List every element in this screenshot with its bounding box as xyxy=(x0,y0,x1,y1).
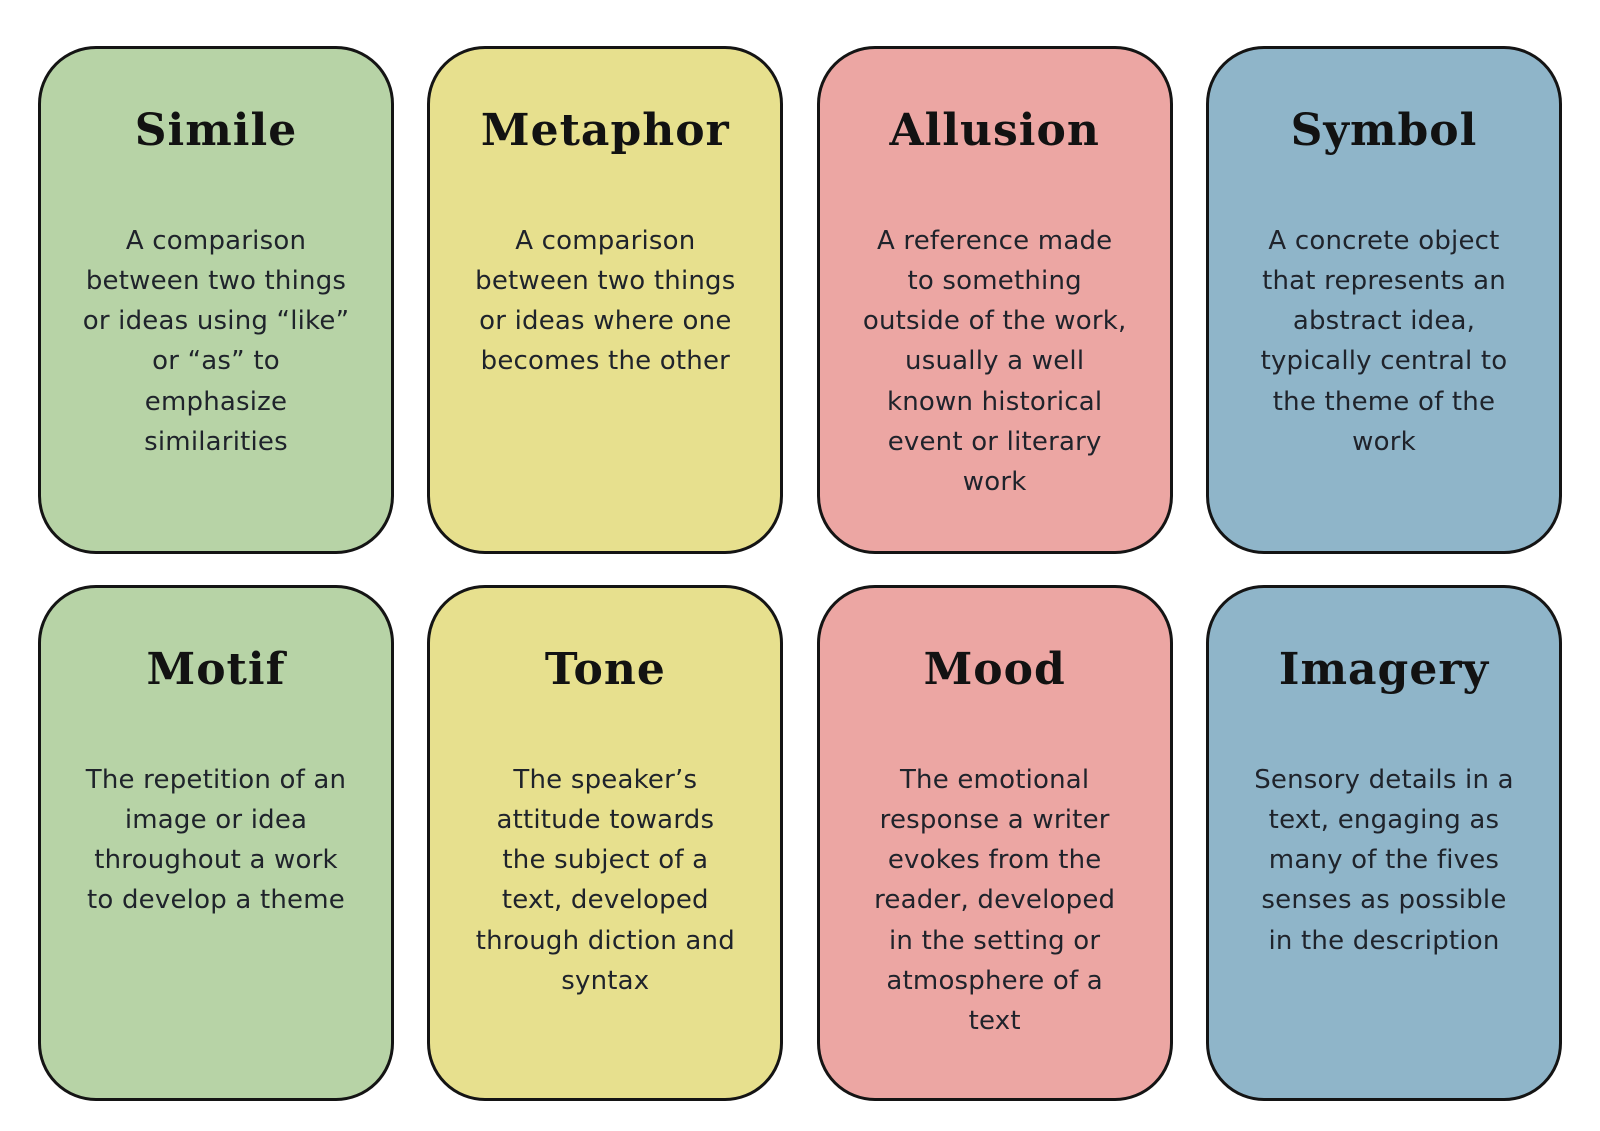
card-definition-allusion: A reference made to something outside of… xyxy=(862,226,1127,497)
flashcard-metaphor: Metaphor A comparison between two things… xyxy=(427,46,784,554)
card-title-motif: Motif xyxy=(146,644,286,695)
flashcard-imagery: Imagery Sensory details in a text, engag… xyxy=(1205,585,1562,1101)
card-title-allusion: Allusion xyxy=(889,105,1100,156)
card-definition-simile: A comparison between two things or ideas… xyxy=(82,226,350,457)
card-definition-motif: The repetition of an image or idea throu… xyxy=(85,765,347,916)
card-definition-tone: The speaker’s attitude towards the subje… xyxy=(475,765,735,996)
flashcard-allusion: Allusion A reference made to something o… xyxy=(816,46,1173,554)
flashcard-simile: Simile A comparison between two things o… xyxy=(38,46,394,554)
card-title-tone: Tone xyxy=(544,644,666,695)
flashcard-motif: Motif The repetition of an image or idea… xyxy=(38,585,394,1101)
card-title-imagery: Imagery xyxy=(1278,644,1490,695)
card-definition-symbol: A concrete object that represents an abs… xyxy=(1260,226,1508,457)
flashcard-symbol: Symbol A concrete object that represents… xyxy=(1205,46,1562,554)
card-title-symbol: Symbol xyxy=(1290,105,1478,156)
card-definition-imagery: Sensory details in a text, engaging as m… xyxy=(1254,765,1514,956)
card-definition-metaphor: A comparison between two things or ideas… xyxy=(475,226,736,377)
card-title-metaphor: Metaphor xyxy=(480,105,730,156)
flashcard-tone: Tone The speaker’s attitude towards the … xyxy=(427,585,784,1101)
card-title-simile: Simile xyxy=(134,105,298,156)
card-definition-mood: The emotional response a writer evokes f… xyxy=(874,765,1116,1036)
card-title-mood: Mood xyxy=(923,644,1066,695)
flashcard-mood: Mood The emotional response a writer evo… xyxy=(816,585,1173,1101)
